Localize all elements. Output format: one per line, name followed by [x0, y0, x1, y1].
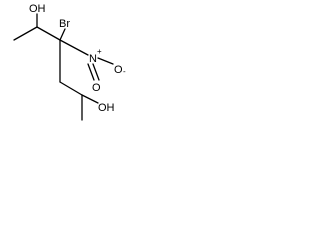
- atom-oh-top: OH: [29, 3, 46, 15]
- atom-nitrogen: N: [89, 53, 97, 65]
- atom-oh-bottom: OH: [98, 102, 115, 114]
- bond-nitro-oxygen-double-b: [87, 63, 95, 81]
- bond-nitro: [59, 39, 89, 56]
- bond-bromine: [59, 28, 66, 41]
- bond-nitro-oxygen-single: [97, 57, 114, 65]
- bond-top-methyl: [13, 26, 38, 41]
- bond-top-chain: [36, 26, 61, 41]
- atom-nitrogen-charge: +: [97, 47, 102, 56]
- atom-bromine: Br: [59, 18, 70, 30]
- bond-bottom-upper: [59, 81, 83, 96]
- atom-oxygen-single: O: [114, 64, 123, 76]
- atom-oxygen-double: O: [92, 82, 101, 94]
- atom-oxygen-charge: -: [123, 67, 126, 76]
- structural-formula: OH Br N + O - O OH: [13, 3, 126, 121]
- bond-bottom-oh: [81, 94, 99, 104]
- bond-nitro-oxygen-double-a: [92, 63, 100, 81]
